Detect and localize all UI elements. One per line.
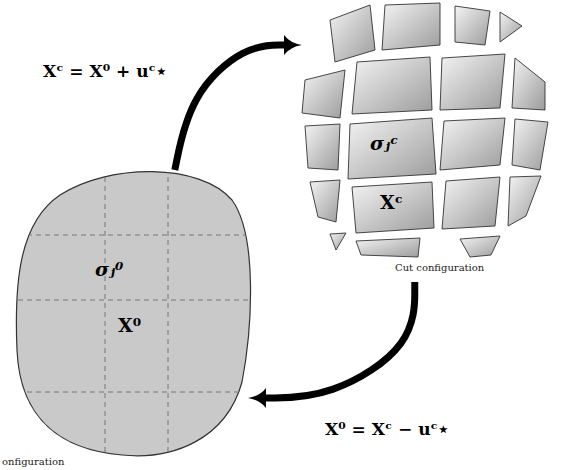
fragment <box>455 6 490 45</box>
fragment <box>352 182 434 233</box>
stress-label: σⱼ⁰ <box>95 259 123 280</box>
fragment <box>460 236 500 257</box>
fragment <box>440 54 505 110</box>
initial-body: σⱼ⁰X⁰onfiguration <box>15 170 250 455</box>
position-label: X⁰ <box>118 315 141 336</box>
configuration-caption: Cut configuration <box>395 262 484 273</box>
fragments <box>300 0 555 282</box>
fragment <box>512 119 548 170</box>
fragment <box>348 118 436 179</box>
fragment <box>440 118 505 170</box>
mapping-equation: X⁰ = Xᶜ − uᶜ⋆ <box>322 418 452 440</box>
fragment <box>356 238 420 257</box>
cut-body: σⱼᶜXᶜCut configuration <box>300 0 555 282</box>
fragment <box>512 58 545 110</box>
mapping-equation: Xᶜ = X⁰ + uᶜ⋆ <box>40 60 170 82</box>
curved-arrow <box>175 45 286 170</box>
fragment <box>305 124 340 170</box>
fragment <box>382 3 440 50</box>
fragment <box>330 233 346 250</box>
stress-label: σⱼᶜ <box>370 133 398 154</box>
dashed-grid <box>0 150 260 470</box>
curved-arrow <box>264 282 415 398</box>
fragment <box>508 176 541 226</box>
fragment <box>330 5 375 62</box>
fragment <box>500 12 522 42</box>
configuration-caption: onfiguration <box>2 456 64 467</box>
fragment <box>352 57 432 114</box>
fragment <box>302 70 345 118</box>
body-shape <box>16 172 250 456</box>
fragment <box>442 177 500 229</box>
position-label: Xᶜ <box>380 192 403 213</box>
fragment <box>310 180 340 222</box>
body-outline <box>15 170 250 455</box>
